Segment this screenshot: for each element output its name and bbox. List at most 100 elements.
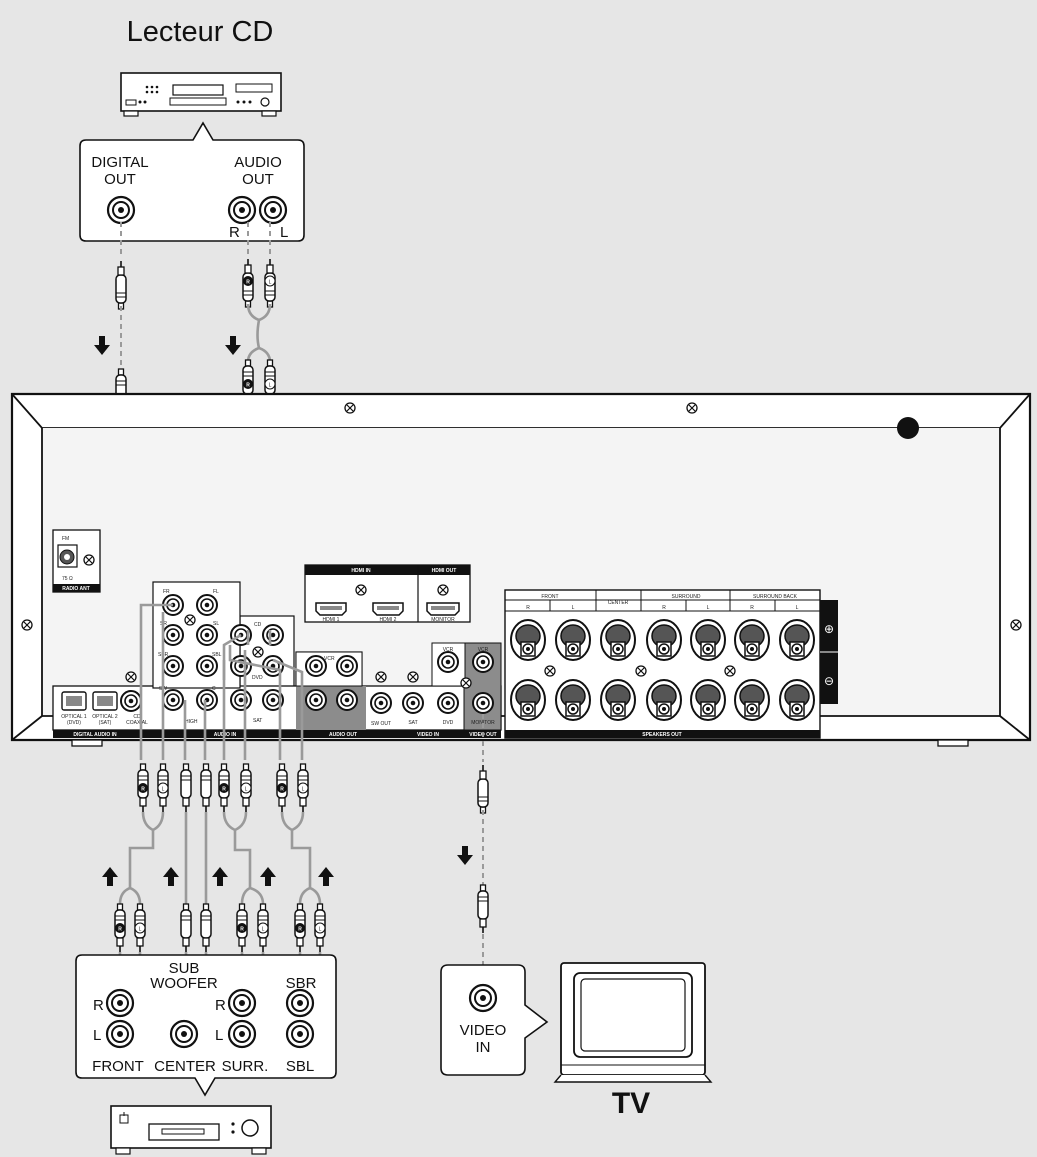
arrow-up-icon (163, 867, 179, 886)
arrow-up-icon (260, 867, 276, 886)
sbl-jack[interactable] (285, 1019, 315, 1049)
hdmi-in-2-label: HDMI 2 (380, 617, 397, 623)
video-in-sat-label: SAT (408, 720, 417, 726)
receiver-rear-panel: FM 75 Ω RADIO ANT HDMI IN HDMI OUT (10, 392, 1032, 747)
plug-label-l: L (139, 927, 142, 933)
speaker-surround-label: SURROUND (672, 594, 701, 600)
sub-woofer-label-2: WOOFER (150, 975, 218, 992)
speaker-l-label: L (796, 605, 799, 611)
speaker-front-label: FRONT (541, 594, 558, 600)
plug-label-l: L (162, 787, 165, 793)
audio-out-vcr-label: VCR (324, 656, 335, 662)
coaxial-label: CD (133, 714, 141, 720)
dvd-player: SUB WOOFER SBR R L R L FRONT CENTER SURR… (75, 954, 337, 1155)
plug-label-l: L (319, 927, 322, 933)
optical-1-label: OPTICAL 1 (61, 714, 87, 720)
plug-label-l: L (302, 787, 305, 793)
audio-out-section-label: AUDIO OUT (329, 732, 357, 738)
surr-l-label: L (215, 1027, 223, 1044)
coaxial-sub-label: COAXIAL (126, 720, 148, 726)
audio-in-fr-label: FR (163, 589, 170, 595)
optical-1-port[interactable] (61, 691, 87, 711)
dvd-player-device (110, 1105, 272, 1155)
sub-woofer-label-1: SUB (169, 960, 200, 977)
video-in-vcr-label: VCR (443, 647, 454, 653)
plug-label-r: R (246, 383, 250, 389)
audio-in-fl-label: FL (213, 589, 219, 595)
sbr-jack[interactable] (285, 988, 315, 1018)
front-l-jack[interactable] (105, 1019, 135, 1049)
radio-antenna-section: FM 75 Ω RADIO ANT (52, 529, 101, 593)
tv-callout (440, 964, 549, 1076)
plug-label-l: L (262, 927, 265, 933)
cd-left-label: L (280, 224, 288, 241)
video-plug-bottom (477, 884, 489, 934)
hdmi-in-2-port[interactable] (372, 602, 404, 616)
speaker-surround-back-label: SURROUND BACK (753, 594, 798, 600)
center-jack[interactable] (169, 1019, 199, 1049)
arrow-down-icon (457, 846, 473, 865)
hdmi-in-1-label: HDMI 1 (323, 617, 340, 623)
video-plug-top (478, 765, 488, 813)
tv-device (553, 962, 713, 1083)
arrow-up-icon (318, 867, 334, 886)
optical-2-port[interactable] (92, 691, 118, 711)
cd-audio-out-r-jack[interactable] (227, 195, 257, 225)
cd-player: Lecteur CD DIGITAL OUT AUDIO OUT R L (79, 16, 305, 242)
speaker-r-label: R (750, 605, 754, 611)
speaker-center-label: CENTER (608, 600, 629, 606)
plug-label-r: R (222, 787, 226, 793)
sbr-label: SBR (286, 975, 317, 992)
tv-video-in-label-1: VIDEO (460, 1022, 507, 1039)
cd-digital-out-jack[interactable] (106, 195, 136, 225)
cd-player-title: Lecteur CD (127, 16, 274, 48)
audio-in-sat-label: SAT (253, 718, 262, 724)
video-out-vcr-label: VCR (478, 647, 489, 653)
digital-out-label-2: OUT (104, 171, 136, 188)
optical-2-label: OPTICAL 2 (92, 714, 118, 720)
speaker-r-label: R (662, 605, 666, 611)
surr-label: SURR. (222, 1058, 269, 1075)
video-in-dvd-label: DVD (443, 720, 454, 726)
speakers-out-section-label: SPEAKERS OUT (642, 732, 681, 738)
center-label: CENTER (154, 1058, 216, 1075)
receiver-internal-wires (139, 603, 304, 760)
hdmi-out-label: MONITOR (431, 617, 455, 623)
surr-r-jack[interactable] (227, 988, 257, 1018)
audio-in-sl-label: SL (213, 621, 219, 627)
radio-ohm-label: 75 Ω (62, 576, 73, 582)
tv-video-in-jack[interactable] (468, 983, 498, 1013)
hdmi-out-port[interactable] (426, 602, 460, 616)
cd-player-device (120, 72, 282, 117)
sbl-label: SBL (286, 1058, 314, 1075)
plus-icon: ⊕ (824, 622, 834, 636)
speaker-l-label: L (707, 605, 710, 611)
tv-connection (457, 714, 489, 990)
hdmi-out-header: HDMI OUT (432, 568, 457, 574)
speakers-out-section: FRONT CENTER SURROUND SURROUND BACK R L … (504, 589, 838, 739)
front-r-jack[interactable] (105, 988, 135, 1018)
minus-icon: ⊖ (824, 674, 834, 688)
cd-audio-out-l-jack[interactable] (258, 195, 288, 225)
plug-label-r: R (298, 927, 302, 933)
surr-l-jack[interactable] (227, 1019, 257, 1049)
tv-title: TV (612, 1087, 650, 1120)
radio-ant-section-label: RADIO ANT (62, 586, 90, 592)
sw-out-label: SW OUT (371, 721, 391, 727)
arrow-down-icon (94, 336, 110, 355)
front-l-label: L (93, 1027, 101, 1044)
plug-label-r: R (280, 787, 284, 793)
speaker-l-label: L (572, 605, 575, 611)
dvd-player-callout (75, 954, 337, 1097)
plug-label-r: R (118, 927, 122, 933)
plug-label-l: L (269, 280, 272, 286)
front-label: FRONT (92, 1058, 144, 1075)
hdmi-section: HDMI IN HDMI OUT HDMI 1 HDMI 2 MONITOR (304, 564, 471, 623)
arrow-up-icon (212, 867, 228, 886)
radio-fm-label: FM (62, 536, 69, 542)
coaxial-plug-top (116, 261, 126, 309)
video-in-section-label: VIDEO IN (417, 732, 439, 738)
digital-out-label-1: DIGITAL (91, 154, 148, 171)
hdmi-in-1-port[interactable] (315, 602, 347, 616)
